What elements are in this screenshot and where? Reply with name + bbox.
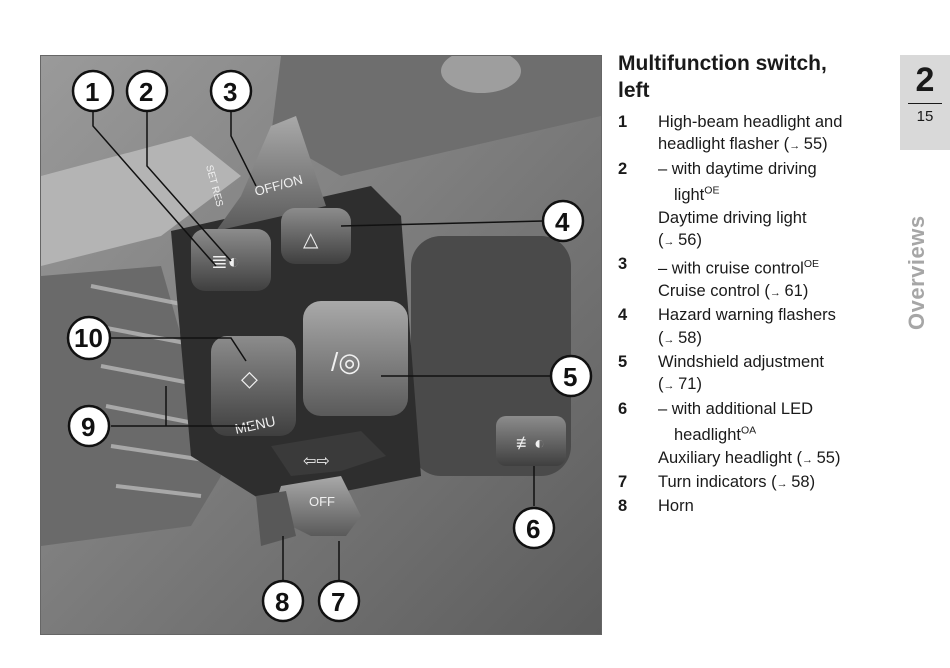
turn-indicator-switch[interactable]	[271, 431, 386, 476]
hazard-button[interactable]	[281, 208, 351, 264]
legend-item-3: 3 – with cruise controlOE Cruise control…	[618, 255, 819, 301]
switch-illustration: OFF/ON SET RES ≣◐ △ ◇ MENU /◎ ⇦⇨ OFF ≢◐ …	[40, 55, 602, 635]
callout-8: 8	[261, 579, 305, 623]
legend-list: 1 High-beam headlight and headlight flas…	[618, 111, 888, 518]
page-ref[interactable]: 58	[678, 328, 697, 347]
svg-text:9: 9	[81, 412, 95, 442]
heading-line-2: left	[618, 79, 650, 102]
section-heading: Multifunction switch, left	[618, 50, 878, 104]
svg-text:1: 1	[85, 77, 99, 107]
menu-button[interactable]	[211, 336, 296, 436]
page-arrow-icon: →	[663, 380, 675, 393]
legend-item-8: 8 Horn	[618, 497, 694, 516]
page-ref[interactable]: 58	[791, 472, 810, 491]
page-ref[interactable]: 61	[784, 282, 803, 301]
svg-text:2: 2	[139, 77, 153, 107]
svg-text:7: 7	[331, 587, 345, 617]
page-number: 15	[916, 108, 934, 125]
callout-6: 6	[512, 506, 556, 550]
windshield-button[interactable]	[303, 301, 408, 416]
callout-1: 1	[71, 69, 115, 113]
svg-text:6: 6	[526, 514, 540, 544]
callout-7: 7	[317, 579, 361, 623]
legend-item-2: 2 – with daytime driving lightOE Daytime…	[618, 159, 817, 249]
page-ref[interactable]: 55	[816, 448, 835, 467]
legend-item-6: 6 – with additional LED headlightOA Auxi…	[618, 399, 841, 467]
diamond-icon: ◇	[241, 366, 258, 391]
divider	[908, 103, 942, 104]
section-side-label: Overviews	[904, 215, 929, 330]
headlight-icon: ≣◐	[211, 251, 240, 273]
chapter-number: 2	[915, 61, 935, 99]
legend-item-7: 7 Turn indicators (→ 58)	[618, 472, 816, 491]
svg-text:5: 5	[563, 362, 577, 392]
cruise-control-button[interactable]	[216, 116, 326, 231]
svg-text:8: 8	[275, 587, 289, 617]
indicator-cancel-button[interactable]	[271, 476, 361, 536]
legend-item-4: 4 Hazard warning flashers (→ 58)	[618, 306, 836, 347]
svg-text:10: 10	[74, 323, 103, 353]
callout-4: 4	[541, 199, 585, 243]
legend-item-1: 1 High-beam headlight and headlight flas…	[618, 113, 843, 154]
hazard-icon: △	[303, 229, 319, 251]
page-arrow-icon: →	[663, 235, 675, 248]
callout-2: 2	[125, 69, 169, 113]
turn-arrows-icon: ⇦⇨	[303, 453, 330, 470]
callout-10: 10	[66, 315, 112, 361]
page-ref[interactable]: 55	[803, 135, 823, 154]
horn-button[interactable]	[256, 491, 296, 546]
windshield-icon: /◎	[331, 347, 361, 377]
off-label: OFF	[309, 494, 335, 509]
page-arrow-icon: →	[776, 477, 788, 490]
page-arrow-icon: →	[802, 453, 813, 466]
page-arrow-icon: →	[769, 287, 781, 300]
mirror-mount	[271, 56, 601, 176]
chapter-tab: 2 15	[900, 55, 950, 150]
svg-text:3: 3	[223, 77, 237, 107]
page-ref[interactable]: 71	[678, 375, 697, 394]
aux-light-icon: ≢◐	[516, 433, 545, 453]
callout-3: 3	[209, 69, 253, 113]
heading-line-1: Multifunction switch,	[618, 52, 827, 75]
callout-9: 9	[67, 404, 111, 448]
page-ref[interactable]: 56	[678, 230, 697, 249]
svg-text:4: 4	[555, 207, 570, 237]
aux-headlight-button[interactable]	[496, 416, 566, 466]
page-arrow-icon: →	[789, 140, 800, 153]
leader-lines	[92, 111, 551, 584]
legend-item-5: 5 Windshield adjustment (→ 71)	[618, 352, 824, 394]
bolt	[441, 56, 521, 93]
lever	[41, 136, 241, 266]
callout-5: 5	[549, 354, 593, 398]
page-arrow-icon: →	[663, 333, 675, 346]
